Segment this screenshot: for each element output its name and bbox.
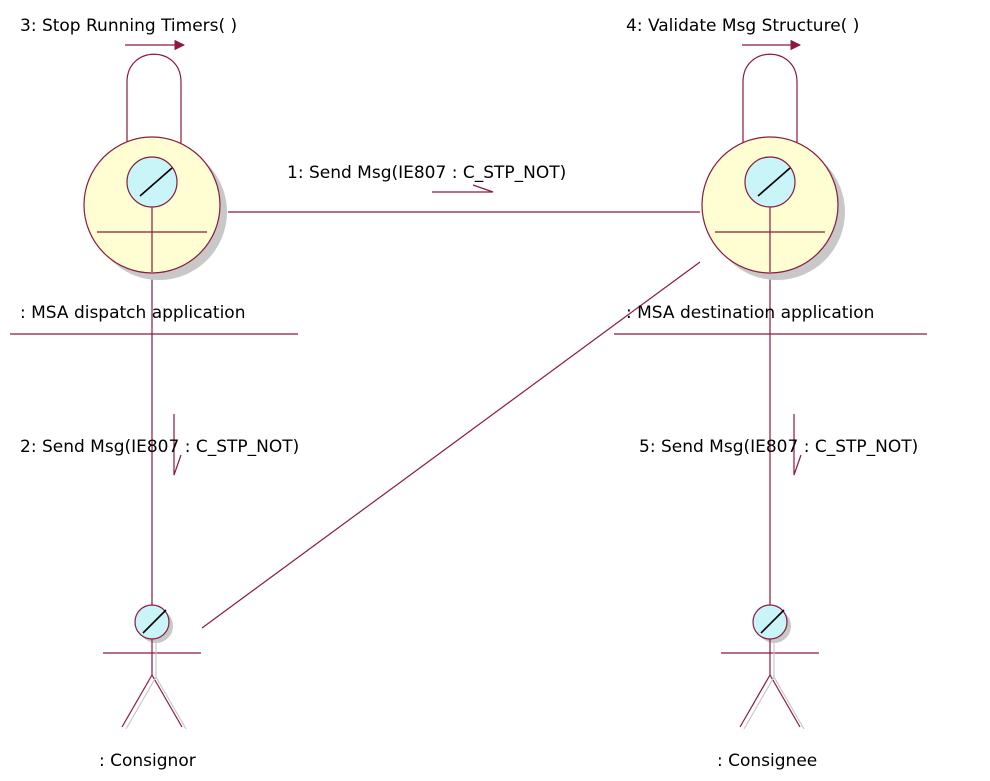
actor-body-shadow bbox=[125, 641, 187, 730]
actor-head bbox=[134, 604, 170, 640]
message-5-arrow bbox=[793, 414, 802, 476]
object-msa-destination-application[interactable] bbox=[701, 136, 845, 280]
head-slash bbox=[760, 609, 785, 634]
self-link-dispatch[interactable] bbox=[126, 53, 182, 143]
actor-consignor[interactable] bbox=[103, 604, 201, 730]
actor-body-shadow bbox=[743, 641, 805, 730]
object-head bbox=[126, 156, 178, 208]
message-3-label: 3: Stop Running Timers( ) bbox=[20, 16, 237, 36]
message-5-label: 5: Send Msg(IE807 : C_STP_NOT) bbox=[639, 437, 918, 457]
consignor-label: : Consignor bbox=[99, 751, 196, 771]
object-head bbox=[744, 156, 796, 208]
actor-head bbox=[752, 604, 788, 640]
destination-object-label: : MSA destination application bbox=[626, 303, 874, 323]
head-slash bbox=[139, 167, 173, 197]
link-destination-consignor[interactable] bbox=[201, 261, 701, 629]
message-2-arrow bbox=[173, 414, 182, 476]
head-slash bbox=[142, 609, 167, 634]
links bbox=[126, 53, 798, 629]
message-1-label: 1: Send Msg(IE807 : C_STP_NOT) bbox=[287, 163, 566, 183]
dispatch-object-label: : MSA dispatch application bbox=[20, 303, 245, 323]
message-4-label: 4: Validate Msg Structure( ) bbox=[626, 16, 859, 36]
message-2-label: 2: Send Msg(IE807 : C_STP_NOT) bbox=[20, 437, 299, 457]
text-labels: 3: Stop Running Timers( ) 4: Validate Ms… bbox=[20, 16, 918, 771]
message-arrows bbox=[125, 39, 802, 476]
actor-consignee[interactable] bbox=[721, 604, 819, 730]
consignee-label: : Consignee bbox=[717, 751, 817, 771]
actor-body bbox=[721, 639, 819, 728]
message-1-arrow bbox=[432, 184, 494, 193]
head-slash bbox=[757, 167, 791, 197]
object-msa-dispatch-application[interactable] bbox=[83, 136, 227, 280]
actor-body bbox=[103, 639, 201, 728]
self-link-destination[interactable] bbox=[742, 53, 798, 143]
